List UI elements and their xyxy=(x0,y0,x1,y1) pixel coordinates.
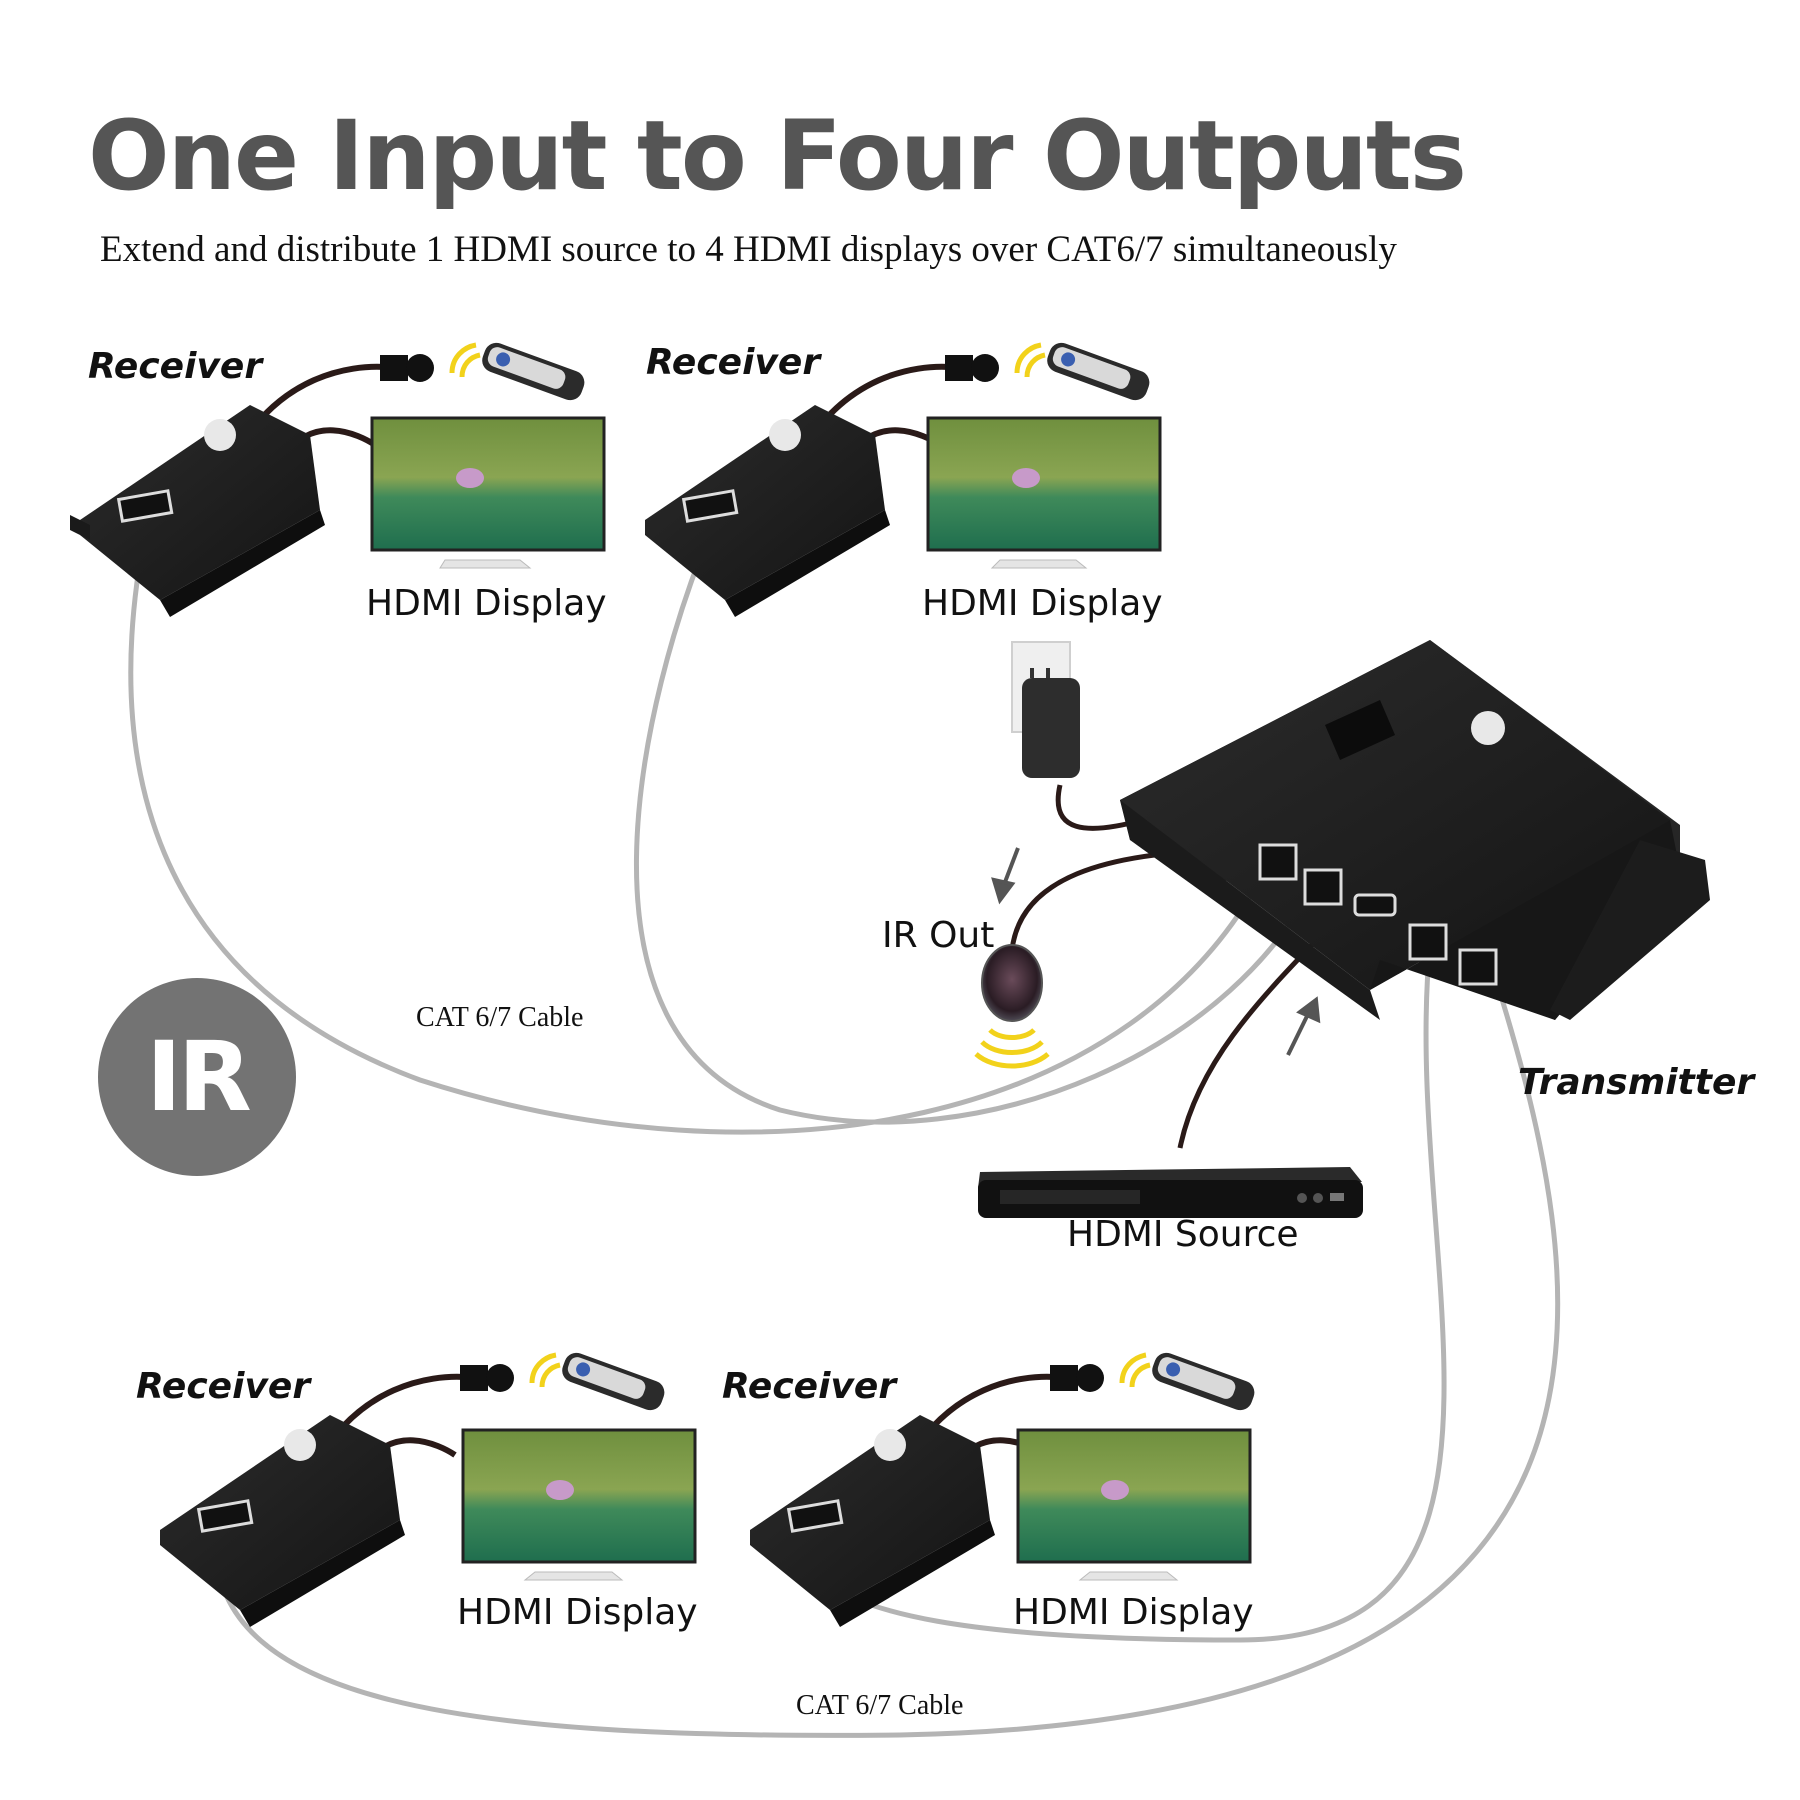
cat-cable-1 xyxy=(128,527,1273,1135)
ir-out-label: IR Out xyxy=(882,915,995,956)
receiver-label-1: Receiver xyxy=(88,346,263,387)
rj45-port-icon xyxy=(786,1499,844,1533)
arrow-icon xyxy=(991,847,1321,1056)
ir-badge: IR xyxy=(98,978,296,1176)
rj45-port-icon xyxy=(1408,923,1448,961)
ir-receiver-icon xyxy=(945,355,973,381)
cable-label-1: CAT 6/7 Cable xyxy=(416,1002,584,1033)
page-title: One Input to Four Outputs xyxy=(88,100,1467,212)
hdmi-display-icon-2 xyxy=(926,416,1162,569)
receiver-label-3: Receiver xyxy=(136,1366,311,1407)
rj45-port-icon xyxy=(681,489,739,523)
hdmi-port-icon xyxy=(1353,893,1397,917)
hdmi-source-label: HDMI Source xyxy=(1067,1214,1299,1255)
remote-control-icon xyxy=(1152,1352,1255,1411)
brand-logo-icon xyxy=(204,419,236,451)
receiver-label-2: Receiver xyxy=(646,342,821,383)
ir-signal-icon xyxy=(1014,342,1046,378)
display-label-2: HDMI Display xyxy=(922,583,1163,624)
display-label-4: HDMI Display xyxy=(1013,1592,1254,1633)
rj45-port-icon xyxy=(1303,868,1343,906)
power-adapter-icon xyxy=(1011,641,1080,778)
ir-signal-icon xyxy=(974,1028,1050,1069)
ir-receiver-icon xyxy=(1050,1365,1078,1391)
cat-cable-3 xyxy=(797,944,1447,1643)
hdmi-display-icon-3 xyxy=(461,1428,697,1581)
rj45-port-icon xyxy=(1258,843,1298,881)
transmitter-label: Transmitter xyxy=(1518,1062,1755,1103)
transmitter-unit xyxy=(1120,640,1710,1020)
rj45-port-icon xyxy=(116,489,174,523)
ir-receiver-icon xyxy=(380,355,408,381)
ir-receiver-icon xyxy=(460,1365,488,1391)
hdmi-display-icon-4 xyxy=(1016,1428,1252,1581)
receiver-unit-3 xyxy=(160,1352,665,1627)
brand-logo-icon xyxy=(1471,711,1505,745)
brand-logo-icon xyxy=(874,1429,906,1461)
receiver-unit-2 xyxy=(645,342,1150,617)
cat-cable-2 xyxy=(634,527,1323,1125)
cable-label-2: CAT 6/7 Cable xyxy=(796,1690,964,1721)
ir-emitter-icon xyxy=(974,944,1050,1069)
cat-cable-4 xyxy=(212,944,1561,1738)
cat-cables xyxy=(128,527,1561,1738)
ir-signal-icon xyxy=(529,1352,561,1388)
remote-control-icon xyxy=(562,1352,665,1411)
display-label-3: HDMI Display xyxy=(457,1592,698,1633)
page-subtitle: Extend and distribute 1 HDMI source to 4… xyxy=(100,229,1397,270)
rj45-port-icon xyxy=(1458,948,1498,986)
ir-signal-icon xyxy=(449,342,481,378)
ir-signal-icon xyxy=(1119,1352,1151,1388)
brand-logo-icon xyxy=(284,1429,316,1461)
receiver-unit-4 xyxy=(750,1352,1255,1627)
brand-logo-icon xyxy=(769,419,801,451)
rj45-port-icon xyxy=(196,1499,254,1533)
display-label-1: HDMI Display xyxy=(366,583,607,624)
hdmi-display-icon-1 xyxy=(370,416,606,569)
receiver-label-4: Receiver xyxy=(722,1366,897,1407)
remote-control-icon xyxy=(1047,342,1150,401)
remote-control-icon xyxy=(482,342,585,401)
hdmi-source-player-icon xyxy=(978,1167,1363,1218)
receiver-unit-1 xyxy=(70,342,585,617)
